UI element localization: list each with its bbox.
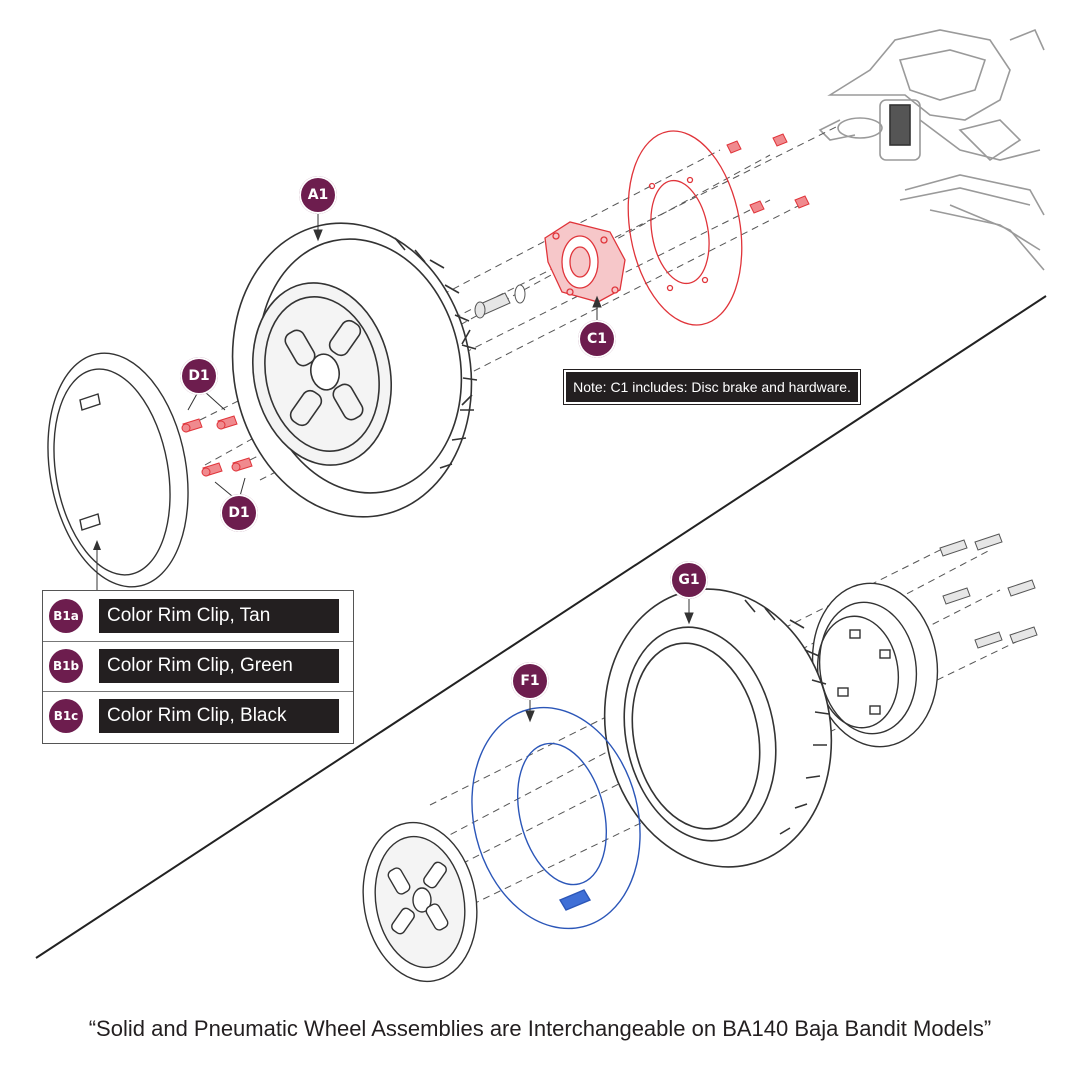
callout-d1-bottom: D1 xyxy=(220,494,258,532)
chassis-frame xyxy=(818,28,1045,271)
brake-hub xyxy=(544,221,626,303)
callout-f1: F1 xyxy=(511,662,549,700)
legend-row: B1a Color Rim Clip, Tan xyxy=(43,591,353,642)
legend-code: B1b xyxy=(49,649,83,683)
diagram-caption: “Solid and Pneumatic Wheel Assemblies ar… xyxy=(88,1016,992,1041)
axle-bolt xyxy=(474,284,526,319)
rim-half-inner xyxy=(362,821,478,983)
callout-a1: A1 xyxy=(299,176,337,214)
legend-code: B1a xyxy=(49,599,83,633)
callout-d1-top: D1 xyxy=(180,357,218,395)
callout-c1: C1 xyxy=(578,320,616,358)
section-divider xyxy=(35,295,1047,959)
brake-disc xyxy=(627,130,743,326)
callout-leaders-bottom xyxy=(525,598,694,723)
rim-clip-cover xyxy=(47,352,189,588)
callout-g1: G1 xyxy=(670,561,708,599)
rim-clip-legend: B1a Color Rim Clip, Tan B1b Color Rim Cl… xyxy=(42,590,354,744)
legend-row: B1c Color Rim Clip, Black xyxy=(43,691,353,741)
legend-label: Color Rim Clip, Black xyxy=(99,699,339,733)
solid-wheel xyxy=(231,222,478,518)
rim-screws xyxy=(181,415,253,477)
rim-bolts xyxy=(939,533,1038,649)
inner-tube xyxy=(471,706,641,930)
pneumatic-tire xyxy=(603,588,833,868)
legend-label: Color Rim Clip, Tan xyxy=(99,599,339,633)
note-c1-contents: Note: C1 includes: Disc brake and hardwa… xyxy=(563,369,861,405)
legend-row: B1b Color Rim Clip, Green xyxy=(43,641,353,692)
legend-code: B1c xyxy=(49,699,83,733)
legend-label: Color Rim Clip, Green xyxy=(99,649,339,683)
callout-leaders-top xyxy=(187,214,602,497)
brake-screws xyxy=(726,133,810,214)
